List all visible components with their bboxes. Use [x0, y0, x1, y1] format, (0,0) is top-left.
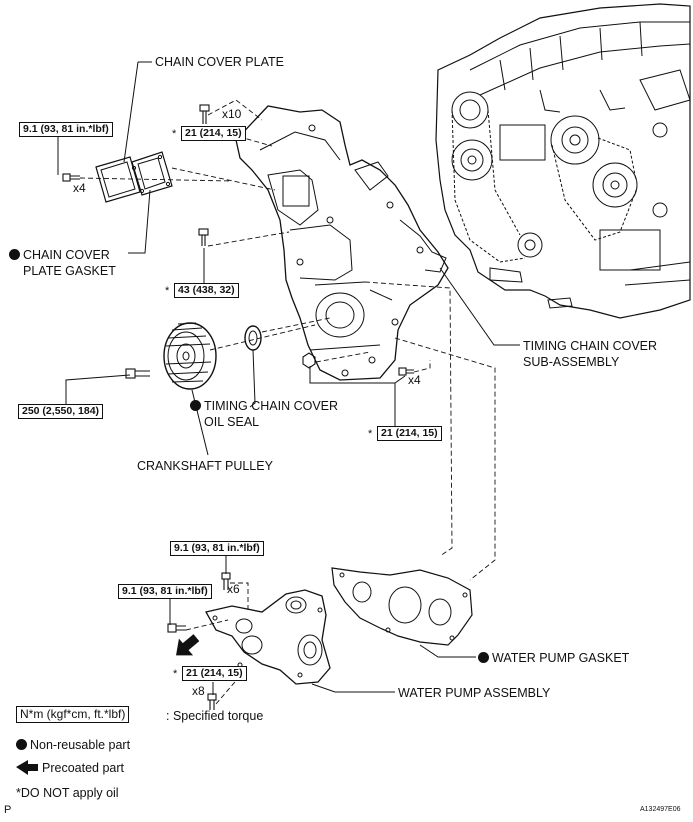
label-water-pump-assembly: WATER PUMP ASSEMBLY	[398, 686, 551, 700]
torque-pulley: 250 (2,550, 184)	[18, 404, 104, 419]
label-chain-cover-plate-gasket-line2: PLATE GASKET	[23, 264, 116, 278]
crankshaft-pulley	[163, 322, 217, 390]
torque-cover-top: 21 (214, 15)	[181, 126, 246, 141]
torque-pump-upper: 9.1 (93, 81 in.*lbf)	[170, 541, 264, 556]
torque-pump-lower: 21 (214, 15)	[182, 666, 247, 681]
legend-no-oil: *DO NOT apply oil	[16, 786, 119, 800]
label-chain-cover-plate: CHAIN COVER PLATE	[155, 55, 284, 69]
corner-mark-p: P	[4, 804, 12, 816]
no-oil-star: *	[173, 668, 178, 680]
non-reusable-dot-icon	[9, 249, 20, 260]
figure-id: A132497E06	[640, 806, 681, 813]
legend-arrow-icon	[16, 760, 38, 775]
count-top-bolts: x10	[222, 107, 242, 121]
timing-chain-cover	[235, 105, 449, 381]
label-water-pump-gasket: WATER PUMP GASKET	[478, 651, 629, 665]
legend-non-reusable-text: Non-reusable part	[30, 738, 131, 752]
engine-block	[435, 3, 691, 319]
legend-non-reusable: Non-reusable part	[16, 738, 130, 752]
label-oil-seal-line2: OIL SEAL	[204, 415, 260, 429]
count-lower-bolts: x4	[408, 373, 421, 387]
legend-precoated: Precoated part	[42, 761, 124, 775]
count-plate-bolts: x4	[73, 181, 86, 195]
torque-cover-lower: 21 (214, 15)	[377, 426, 442, 441]
label-crankshaft-pulley: CRANKSHAFT PULLEY	[137, 459, 273, 473]
legend-dot-icon	[16, 739, 27, 750]
count-pump-x6: x6	[227, 582, 240, 596]
water-pump-assembly	[205, 589, 331, 685]
legend-torque-desc: : Specified torque	[166, 709, 264, 723]
alignment-lines	[79, 99, 496, 705]
water-pump-gasket	[331, 567, 473, 646]
label-timing-chain-cover: TIMING CHAIN COVER	[523, 339, 658, 353]
non-reusable-dot-icon	[478, 652, 489, 663]
torque-cover-mid: 43 (438, 32)	[174, 283, 239, 298]
gasket-label-line1: CHAIN COVER	[23, 248, 110, 262]
water-pump-gasket-text: WATER PUMP GASKET	[492, 651, 630, 665]
precoated-arrow	[176, 634, 200, 656]
label-chain-cover-plate-gasket: CHAIN COVER	[9, 248, 110, 262]
legend-torque-box: N*m (kgf*cm, ft.*lbf)	[16, 706, 130, 723]
oil-seal-line1: TIMING CHAIN COVER	[204, 399, 339, 413]
label-timing-chain-cover-line2: SUB-ASSEMBLY	[523, 355, 620, 369]
non-reusable-dot-icon	[190, 400, 201, 411]
torque-plate-bolts: 9.1 (93, 81 in.*lbf)	[19, 122, 113, 137]
count-pump-x8: x8	[192, 684, 205, 698]
no-oil-star: *	[368, 428, 373, 440]
no-oil-star: *	[165, 285, 170, 297]
torque-pump-left: 9.1 (93, 81 in.*lbf)	[118, 584, 212, 599]
label-oil-seal: TIMING CHAIN COVER	[190, 399, 338, 413]
leader-lines	[57, 61, 520, 695]
chain-cover-plate-parts	[95, 151, 173, 203]
no-oil-star: *	[172, 128, 177, 140]
